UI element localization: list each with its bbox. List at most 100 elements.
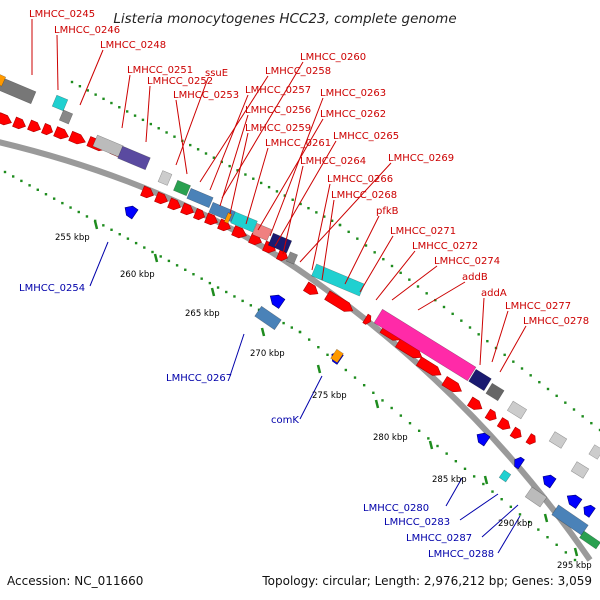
tick-dot <box>330 219 334 222</box>
tick-dot <box>315 211 318 214</box>
reverse-leader-line <box>89 241 109 287</box>
tick-dot <box>298 330 302 334</box>
tick-dot <box>399 414 403 417</box>
tick-dot <box>373 251 376 254</box>
tick-dot <box>451 312 454 316</box>
tick-dot <box>208 281 212 285</box>
tick-dot <box>323 215 326 218</box>
tick-dot <box>347 230 350 234</box>
tick-dot <box>200 277 203 280</box>
tick-dot <box>52 197 56 200</box>
forward-cds-arrow <box>303 281 319 295</box>
major-tick <box>374 399 380 409</box>
gene-features <box>0 73 600 550</box>
tick-dot <box>382 257 385 261</box>
reverse-leader-line <box>229 333 245 377</box>
major-tick <box>573 547 579 557</box>
tick-dot <box>509 505 513 508</box>
tick-dot <box>472 475 476 478</box>
tick-dot <box>425 292 428 295</box>
tick-dot <box>118 233 121 236</box>
forward-gene-label: LMHCC_0252 <box>147 76 213 87</box>
tick-dot <box>259 181 263 185</box>
tick-dot <box>338 223 342 227</box>
tick-dot <box>167 259 171 263</box>
tick-marks <box>3 80 600 562</box>
tick-dot <box>282 321 285 325</box>
tick-dot <box>307 206 310 210</box>
tick-dot <box>134 241 138 245</box>
tick-dot <box>86 89 89 92</box>
forward-gene-label: LMHCC_0259 <box>245 123 311 134</box>
tick-dot <box>564 551 568 554</box>
tick-dot <box>572 408 576 411</box>
tick-dot <box>546 387 550 391</box>
tick-dot <box>189 143 192 147</box>
forward-leader-line <box>479 297 485 366</box>
map-title: Listeria monocytogenes HCC23, complete g… <box>113 11 456 27</box>
tick-dot <box>555 394 558 398</box>
tick-dot <box>110 228 113 231</box>
scale-label: 270 kbp <box>250 349 285 359</box>
forward-leader-line <box>229 132 249 215</box>
reverse-cds-arrow <box>476 432 491 447</box>
tick-dot <box>233 295 236 298</box>
tick-dot <box>477 333 480 336</box>
scale-label: 265 kbp <box>185 309 220 319</box>
forward-gene-label: LMHCC_0248 <box>100 40 166 51</box>
reverse-gene-label: LMHCC_0287 <box>406 533 472 544</box>
tick-dot <box>417 429 421 432</box>
forward-leader-line <box>344 215 380 285</box>
tick-dot <box>590 421 593 425</box>
tick-dot <box>283 194 287 197</box>
navy-block <box>267 232 293 254</box>
forward-gene-label: LMHCC_0266 <box>327 174 393 185</box>
forward-leader-line <box>121 74 131 129</box>
reverse-cds-arrow <box>566 494 583 509</box>
forward-leader-line <box>491 310 509 363</box>
forward-cds-arrow <box>441 376 462 393</box>
forward-leader-line <box>175 99 188 175</box>
forward-leader-line <box>359 235 394 293</box>
tick-dot <box>353 376 357 379</box>
forward-gene-label: LMHCC_0260 <box>300 52 366 63</box>
forward-leader-line <box>56 34 59 91</box>
forward-cds-arrow <box>231 225 247 239</box>
tick-dot <box>317 346 320 349</box>
major-tick <box>153 253 159 263</box>
tick-dot <box>110 101 113 105</box>
forward-cds-arrow <box>362 313 372 325</box>
forward-cds-arrow <box>154 191 168 205</box>
tick-dot <box>468 326 472 329</box>
tick-dot <box>564 401 567 404</box>
tick-dot <box>216 286 220 289</box>
navy-block <box>117 145 151 171</box>
tick-dot <box>573 558 577 562</box>
forward-cds-arrow <box>180 202 194 216</box>
tick-dot <box>159 255 162 258</box>
forward-leader-line <box>145 85 151 143</box>
forward-gene-label: LMHCC_0257 <box>245 85 311 96</box>
forward-leader-line <box>375 250 416 301</box>
tick-dot <box>118 106 121 109</box>
forward-cds-arrow <box>193 208 205 221</box>
tick-dot <box>555 543 558 546</box>
tick-dot <box>126 237 130 240</box>
reverse-gene-label: LMHCC_0283 <box>384 517 450 528</box>
tick-dot <box>381 399 384 402</box>
forward-leader-line <box>282 165 304 255</box>
tick-dot <box>442 305 446 309</box>
tick-dot <box>500 498 503 501</box>
forward-cds-arrow <box>204 212 218 226</box>
tick-dot <box>175 264 179 267</box>
tick-dot <box>143 246 146 249</box>
tick-dot <box>151 250 154 254</box>
tick-dot <box>364 244 368 247</box>
tick-dot <box>3 170 7 174</box>
tick-dot <box>537 528 540 531</box>
tick-dot <box>581 415 584 418</box>
gray-block <box>485 382 505 402</box>
cyan-block <box>311 263 365 297</box>
reverse-leader-line <box>481 504 519 538</box>
